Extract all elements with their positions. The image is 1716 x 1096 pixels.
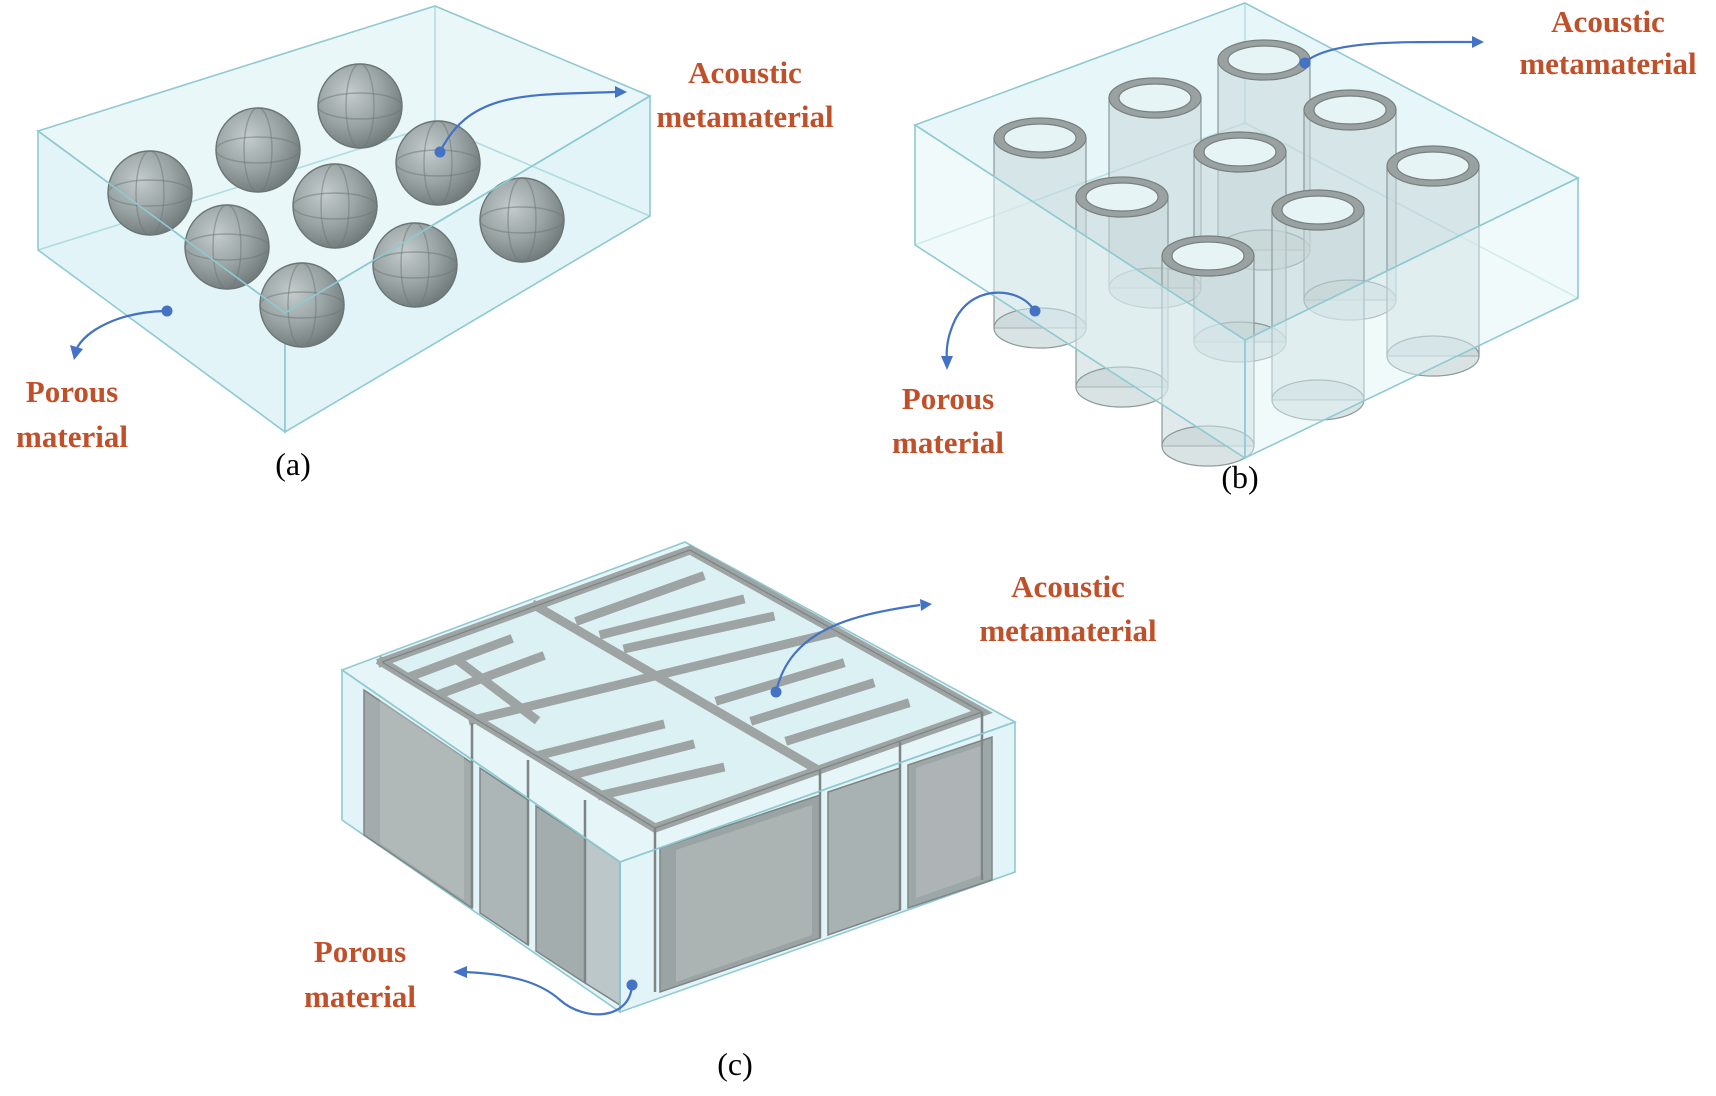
curved-arrow-icon [941,36,1484,370]
metamaterial-label-line2: metamaterial [1519,46,1697,81]
dot-icon [770,686,782,698]
metamaterial-core [363,688,993,1007]
panel-a: Acoustic metamaterial Porous material (a… [16,5,834,482]
panel-b: Acoustic metamaterial Porous material (b… [892,2,1697,495]
porous-label-line1: Porous [314,934,406,969]
sphere [317,63,403,149]
porous-label-line2: material [16,419,128,454]
curved-arrow-icon [70,86,627,360]
dot-icon [161,305,173,317]
hollow-cylinder [1075,176,1169,408]
sphere [292,163,378,249]
panel-caption-b: (b) [1221,459,1258,495]
panel-caption-c: (c) [717,1046,753,1082]
metamaterial-label-line2: metamaterial [979,613,1157,648]
metamaterial-spheres [107,63,565,348]
metamaterial-label-line1: Acoustic [1551,4,1665,39]
porous-label-line1: Porous [26,374,118,409]
hollow-cylinder [1271,189,1365,421]
sphere [479,177,565,263]
sphere [395,120,481,206]
metamaterial-label-line2: metamaterial [656,99,834,134]
panel-caption-a: (a) [275,446,311,482]
dot-icon [626,979,638,991]
sphere [107,150,193,236]
metamaterial-label-line1: Acoustic [688,55,802,90]
curved-arrow-icon [453,599,932,1016]
dot-icon [434,146,446,158]
sphere [372,222,458,308]
hollow-cylinder [1161,235,1255,467]
sphere [184,204,270,290]
metamaterial-cylinders [993,39,1480,467]
hollow-cylinder [1386,145,1480,377]
dot-icon [1029,305,1041,317]
sphere [215,107,301,193]
porous-label-line2: material [304,979,416,1014]
metamaterial-label-line1: Acoustic [1011,569,1125,604]
porous-label-line2: material [892,425,1004,460]
sphere [259,262,345,348]
porous-label-line1: Porous [902,381,994,416]
dot-icon [1299,57,1311,69]
hollow-cylinder [993,117,1087,349]
panel-c: Acoustic metamaterial Porous material (c… [304,541,1157,1082]
